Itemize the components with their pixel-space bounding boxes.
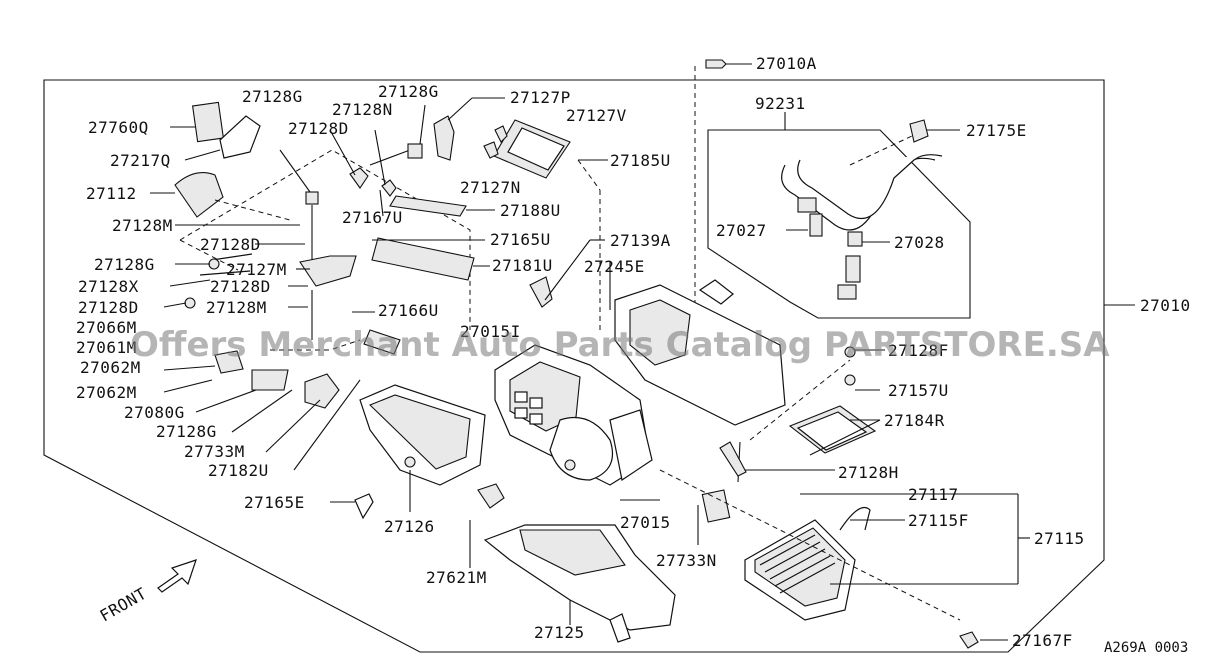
label-27128M-a: 27128M <box>112 216 173 235</box>
label-27128D-c: 27128D <box>210 277 271 296</box>
label-27128D-b: 27128D <box>200 235 261 254</box>
label-27760Q: 27760Q <box>88 118 149 137</box>
assembly-outline <box>43 79 1105 653</box>
label-27115F: 27115F <box>908 511 969 530</box>
label-27184R: 27184R <box>884 411 945 430</box>
label-27128G-a: 27128G <box>242 87 303 106</box>
label-27245E: 27245E <box>584 257 645 276</box>
label-27128D-d: 27128D <box>78 298 139 317</box>
label-27185U: 27185U <box>610 151 671 170</box>
label-27139A: 27139A <box>610 231 671 250</box>
label-27167F: 27167F <box>1012 631 1073 650</box>
label-92231: 92231 <box>755 94 806 113</box>
front-arrow-icon <box>157 559 197 593</box>
diagram-id: A269A 0003 <box>1104 640 1188 656</box>
part-27760Q <box>192 101 224 143</box>
label-27128F: 27128F <box>888 341 949 360</box>
label-27066M: 27066M <box>76 318 137 337</box>
front-label: FRONT <box>97 584 150 626</box>
label-27010A: 27010A <box>756 54 817 73</box>
label-27167U-a: 27167U <box>342 208 403 227</box>
label-27015I: 27015I <box>460 322 521 341</box>
label-27115: 27115 <box>1034 529 1085 548</box>
label-27128M-b: 27128M <box>206 298 267 317</box>
label-27117: 27117 <box>908 485 959 504</box>
label-27127P: 27127P <box>510 88 571 107</box>
label-27175E: 27175E <box>966 121 1027 140</box>
label-27061M: 27061M <box>76 338 137 357</box>
label-27188U: 27188U <box>500 201 561 220</box>
label-27217Q: 27217Q <box>110 151 171 170</box>
label-27028: 27028 <box>894 233 945 252</box>
label-27127N: 27127N <box>460 178 521 197</box>
label-27080G: 27080G <box>124 403 185 422</box>
label-27112: 27112 <box>86 184 137 203</box>
label-27157U: 27157U <box>888 381 949 400</box>
label-27165U: 27165U <box>490 230 551 249</box>
label-27733M: 27733M <box>184 442 245 461</box>
label-27015: 27015 <box>620 513 671 532</box>
label-27128D-a: 27128D <box>288 119 349 138</box>
label-27128G-c: 27128G <box>94 255 155 274</box>
label-27010: 27010 <box>1140 296 1191 315</box>
label-27128G-b: 27128G <box>378 82 439 101</box>
label-27128G-d: 27128G <box>156 422 217 441</box>
label-27182U: 27182U <box>208 461 269 480</box>
label-27062M-a: 27062M <box>80 358 141 377</box>
label-27127V: 27127V <box>566 106 627 125</box>
label-27128X: 27128X <box>78 277 139 296</box>
label-27733N: 27733N <box>656 551 717 570</box>
watermark-text: Offers Merchant Auto Parts Catalog PARTS… <box>130 325 1110 365</box>
label-27166U: 27166U <box>378 301 439 320</box>
label-27126: 27126 <box>384 517 435 536</box>
label-27621M: 27621M <box>426 568 487 587</box>
label-27125: 27125 <box>534 623 585 642</box>
label-27027: 27027 <box>716 221 767 240</box>
label-27127M: 27127M <box>226 260 287 279</box>
bolt-27010A <box>705 59 727 69</box>
label-27128H: 27128H <box>838 463 899 482</box>
label-27165E: 27165E <box>244 493 305 512</box>
label-27062M-b: 27062M <box>76 383 137 402</box>
label-27181U: 27181U <box>492 256 553 275</box>
label-27128N: 27128N <box>332 100 393 119</box>
